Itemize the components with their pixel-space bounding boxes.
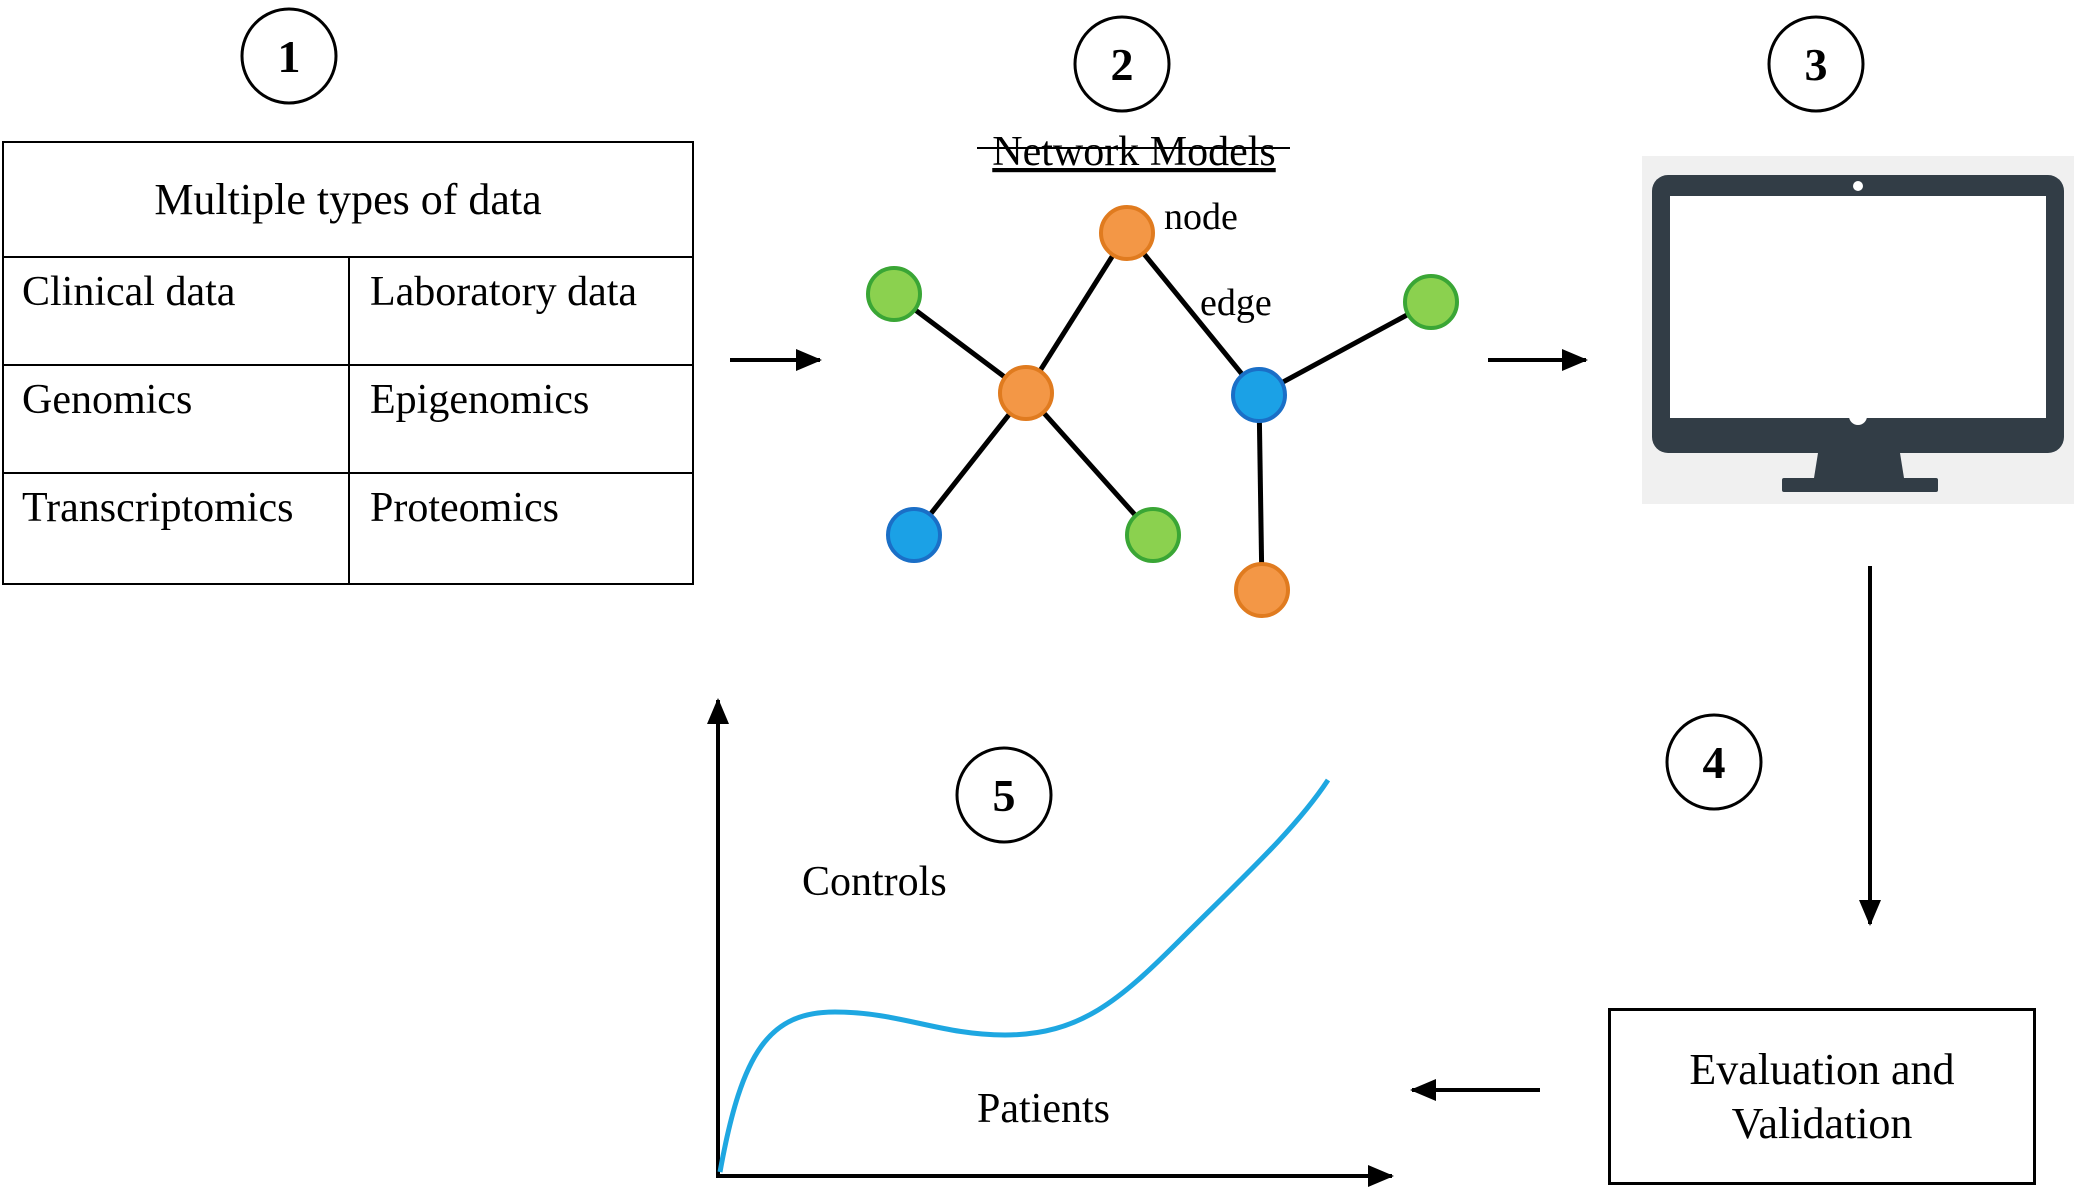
table-header: Multiple types of data [4, 143, 692, 258]
table-row: Genomics Epigenomics [4, 366, 692, 474]
table-cell: Genomics [4, 366, 350, 472]
network-node-blue [1231, 367, 1287, 423]
table-cell: Clinical data [4, 258, 350, 364]
step-5-number: 5 [993, 770, 1016, 821]
network-node-orange [1099, 205, 1155, 261]
network-nodes [866, 205, 1459, 618]
step-4-marker: 4 [1665, 713, 1763, 811]
network-node-green [1403, 274, 1459, 330]
table-cell: Laboratory data [370, 269, 638, 315]
step-5-marker: 5 [955, 746, 1053, 844]
evaluation-validation-box: Evaluation and Validation [1608, 1008, 2036, 1185]
plot-label-patients: Patients [977, 1086, 1110, 1132]
results-plot: Controls Patients [707, 698, 1394, 1187]
plot-label-controls: Controls [802, 859, 947, 905]
network-node-blue [886, 507, 942, 563]
network-node-orange [998, 365, 1054, 421]
network-title: Network Models [992, 129, 1275, 175]
node-label: node [1164, 196, 1238, 238]
table-cell: Epigenomics [370, 377, 590, 423]
table-row: Clinical data Laboratory data [4, 258, 692, 366]
table-cell: Transcriptomics [4, 474, 350, 585]
step-1-marker: 1 [240, 7, 338, 105]
monitor-icon [1642, 156, 2074, 504]
step-4-number: 4 [1703, 737, 1726, 788]
step-2-marker: 2 [1073, 15, 1171, 113]
step-1-number: 1 [278, 31, 301, 82]
table-row: Transcriptomics Proteomics [4, 474, 692, 585]
network-node-green [1125, 507, 1181, 563]
evaluation-line-2: Validation [1731, 1098, 1913, 1148]
step-3-number: 3 [1805, 39, 1828, 90]
evaluation-line-1: Evaluation and [1689, 1044, 1955, 1094]
data-types-table: Multiple types of data Clinical data Lab… [2, 141, 694, 585]
network-node-orange [1234, 562, 1290, 618]
step-2-number: 2 [1111, 39, 1134, 90]
plot-curve [717, 778, 1331, 1173]
edge-label: edge [1200, 282, 1272, 324]
network-node-green [866, 266, 922, 322]
step-3-marker: 3 [1767, 15, 1865, 113]
table-cell: Proteomics [370, 485, 559, 531]
